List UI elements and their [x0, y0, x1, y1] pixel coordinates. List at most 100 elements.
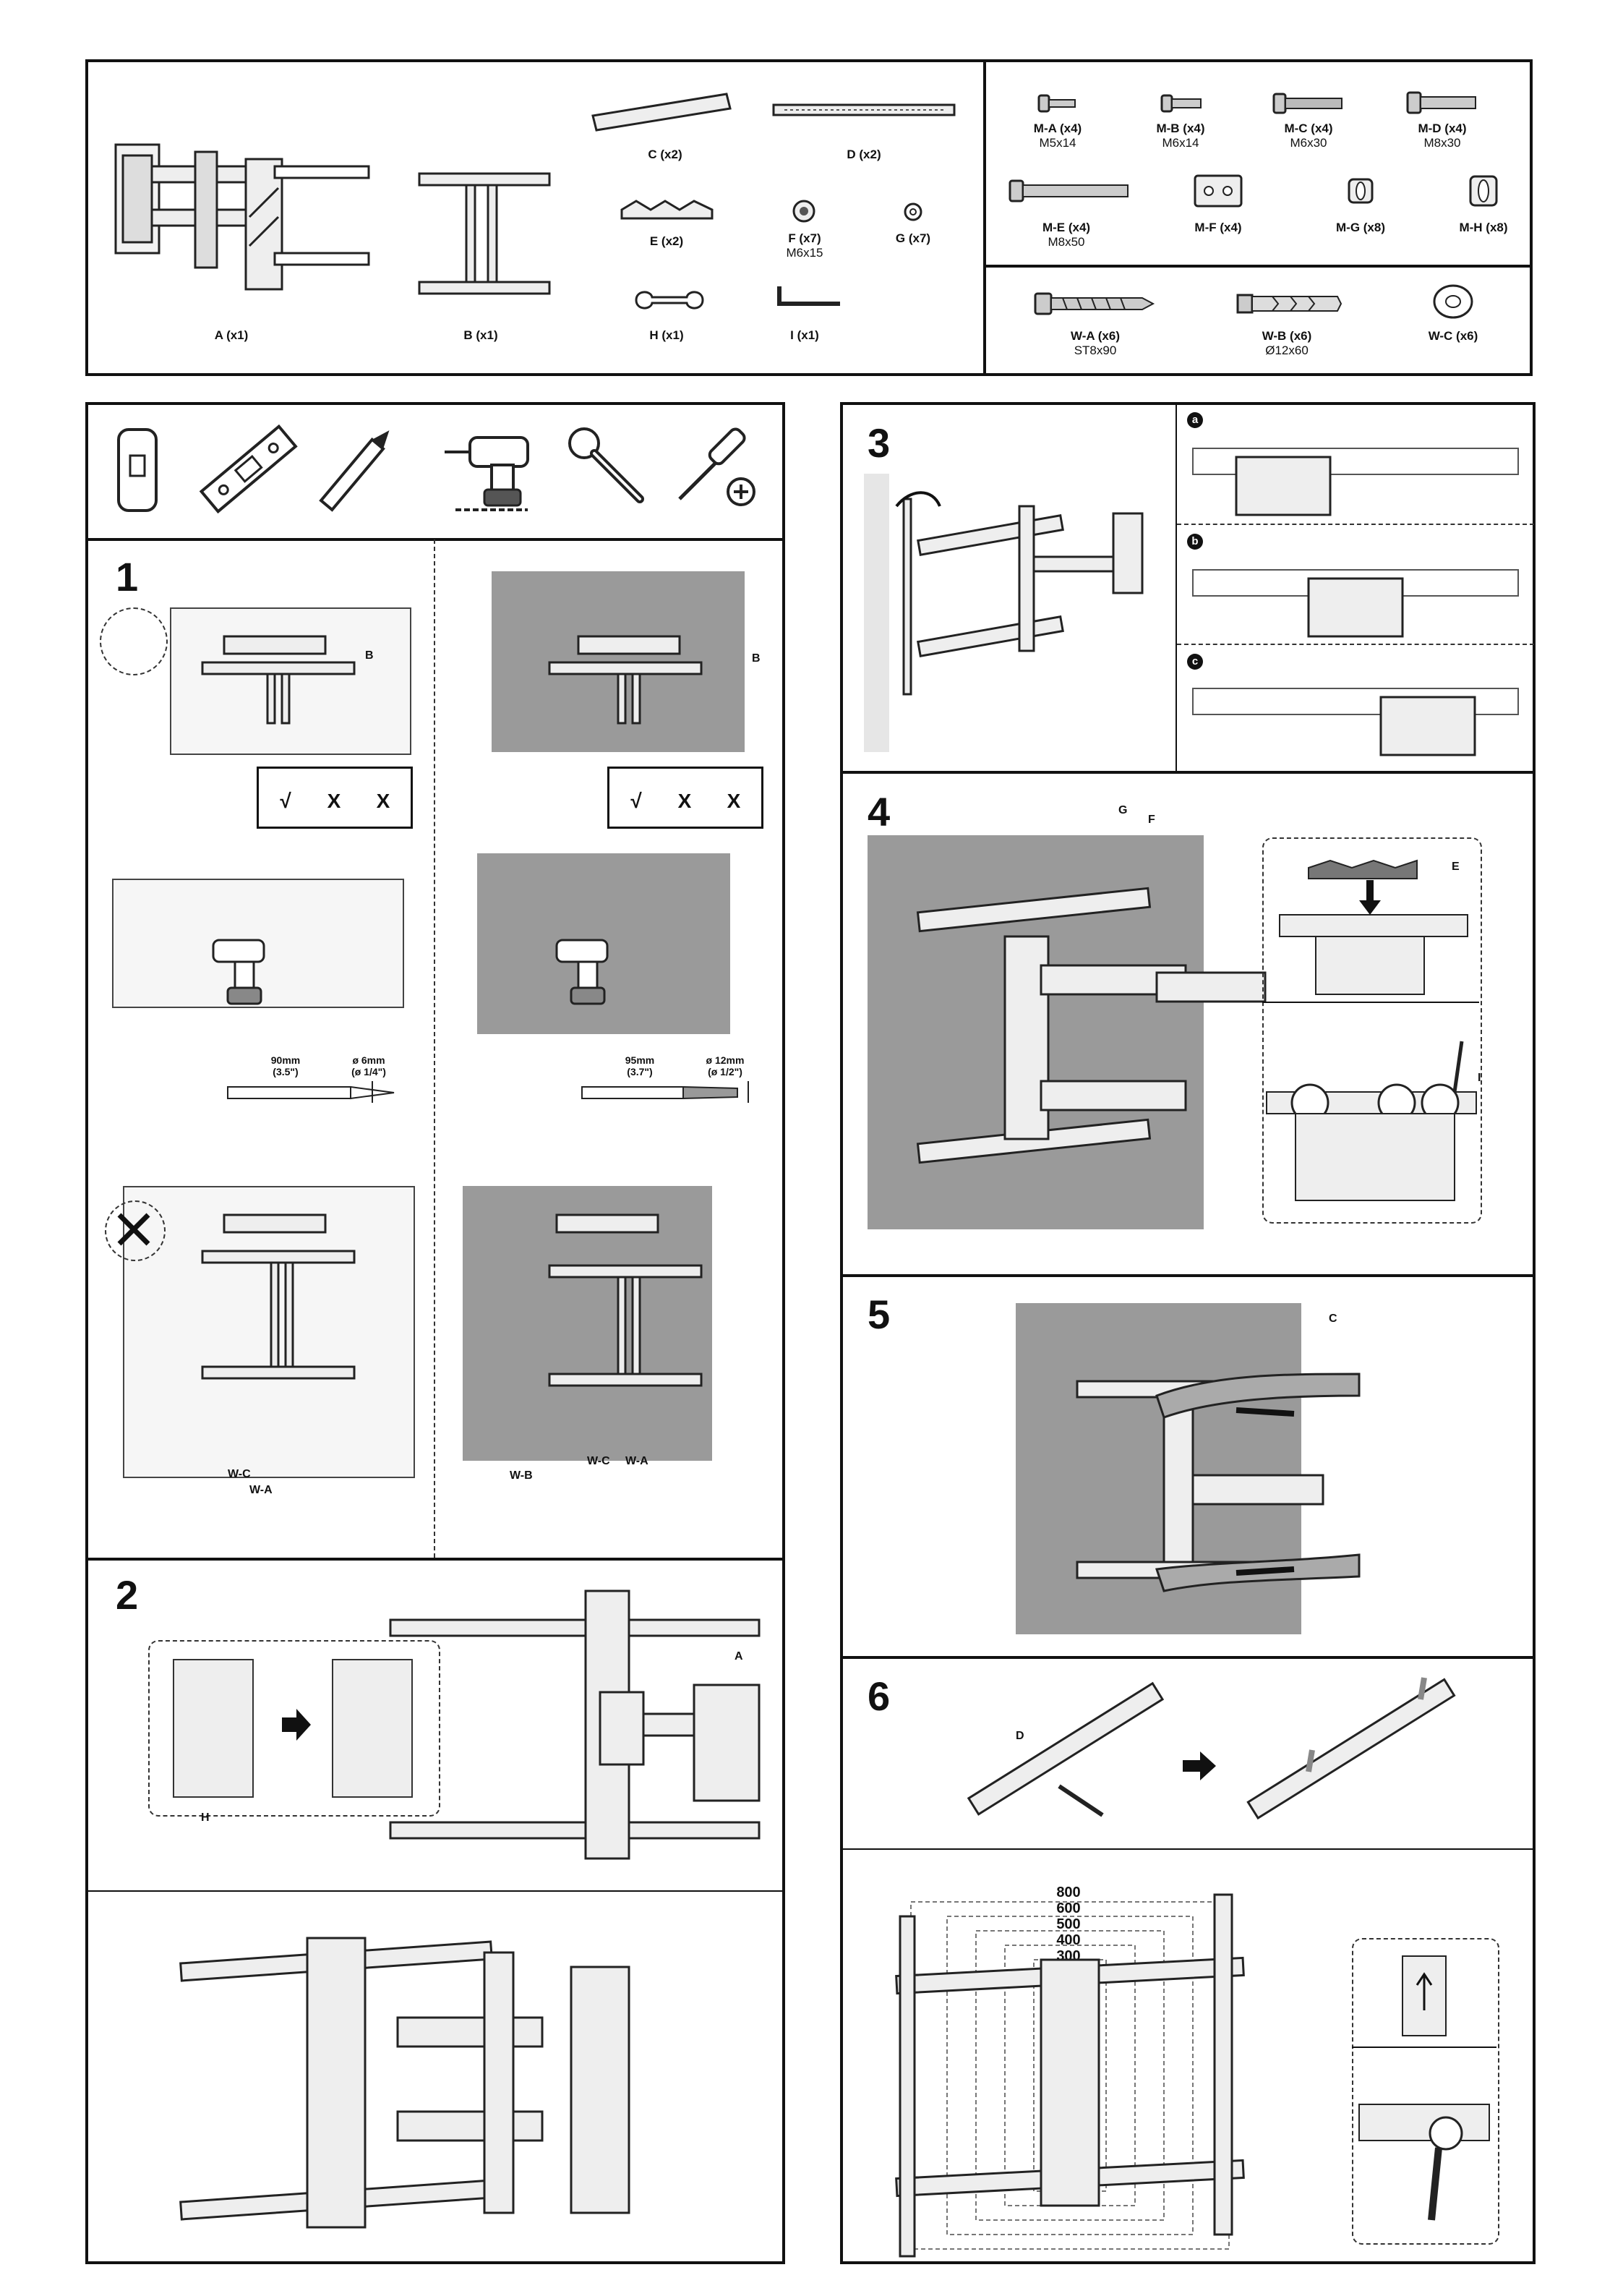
step1-bottom-divider — [85, 1558, 785, 1561]
step-2-number: 2 — [116, 1572, 139, 1618]
level-check-box-wood — [257, 767, 413, 829]
part-b-plate-illustration — [418, 172, 551, 295]
step3-option-divider-2 — [1177, 644, 1534, 645]
step6-rail-adjust-illustration-2 — [1246, 1677, 1456, 1820]
step6-callout-bottom-illustration — [1358, 2104, 1490, 2221]
drill-on-wood-illustration — [212, 939, 265, 1005]
screw-md-icon — [1406, 91, 1476, 114]
step1-tag-wb-concrete: W-B — [510, 1469, 533, 1482]
step6-rail-adjust-illustration-1 — [967, 1681, 1165, 1817]
screw-mc-label: M-C (x4)M6x30 — [1284, 121, 1332, 150]
level-icon — [199, 424, 298, 514]
check-yes-wood: √ — [280, 790, 291, 812]
step5-cover-install-illustration — [1076, 1373, 1361, 1592]
level-on-plate-concrete — [548, 635, 703, 725]
socket-wrench-icon — [568, 427, 644, 503]
wood-bit: ø 6mm(ø 1/4") — [336, 1054, 401, 1077]
step3-option-b-badge: b — [1187, 534, 1203, 550]
step6-tag-d: D — [1016, 1730, 1024, 1742]
step2-callout-content — [173, 1659, 413, 1798]
tools-divider — [85, 538, 785, 541]
screw-mb-spec: M6x14 — [1162, 136, 1199, 150]
level-on-plate-wood — [201, 635, 356, 725]
parts-panel — [85, 59, 1533, 376]
step5-tag-c: C — [1329, 1313, 1337, 1325]
step6-callout-divider — [1352, 2047, 1496, 2048]
step4-tag-g: G — [1118, 804, 1128, 816]
spacer-mh-label: M-H (x8) — [1459, 221, 1508, 234]
plate-mounted-concrete — [548, 1213, 703, 1387]
check-no-1-wood: X — [327, 790, 341, 812]
check-yes-concrete: √ — [630, 790, 642, 812]
wood-depth: 90mm(3.5") — [257, 1054, 314, 1077]
step3-options-divider — [1176, 402, 1177, 772]
washer-wc-icon — [1433, 284, 1473, 319]
step3-option-a-illustration — [1192, 448, 1519, 516]
left-column-panel — [85, 402, 785, 2264]
screw-me-icon — [1009, 179, 1129, 202]
step6-detail-callout — [1352, 1938, 1499, 2245]
step4-callout-top-illustration — [1279, 859, 1468, 995]
step3-hang-arm-illustration — [895, 491, 1144, 696]
screw-me-spec: M8x50 — [1048, 235, 1085, 249]
part-h-wrench-icon — [635, 291, 704, 310]
part-i-label: I (x1) — [790, 328, 819, 342]
spacer-mg-icon — [1348, 178, 1374, 204]
step5-bottom-divider — [840, 1656, 1536, 1659]
screw-mc-icon — [1272, 93, 1342, 114]
stud-finder-icon — [117, 428, 158, 512]
step4-callout-divider — [1262, 1002, 1479, 1003]
anchor-wb-icon — [1236, 294, 1342, 314]
step6-vesa-mount-illustration — [895, 1893, 1245, 2258]
plate-mounted-wood — [201, 1213, 356, 1380]
no-stud-finder-x — [117, 1213, 150, 1246]
hardware-divider — [983, 265, 1533, 268]
screw-me-count: M-E (x4) — [1042, 221, 1091, 234]
screw-ma-label: M-A (x4)M5x14 — [1034, 121, 1082, 150]
screw-mc-count: M-C (x4) — [1284, 121, 1333, 135]
step6-inner-divider — [840, 1848, 1536, 1850]
step1-tag-b-wood: B — [365, 649, 374, 662]
washer-wc-label: W-C (x6) — [1428, 329, 1478, 343]
step4-bottom-divider — [840, 1274, 1536, 1277]
wood-bit-in: (ø 1/4") — [351, 1066, 386, 1077]
part-b-label: B (x1) — [463, 328, 498, 342]
magnifier-circle — [100, 607, 168, 675]
step4-callout-bottom-illustration — [1266, 1041, 1477, 1201]
lag-bolt-wa-label: W-A (x6)ST8x90 — [1071, 329, 1120, 358]
screw-md-count: M-D (x4) — [1418, 121, 1467, 135]
drill-icon — [445, 436, 529, 511]
step-5-number: 5 — [868, 1292, 891, 1337]
parts-divider — [983, 59, 986, 376]
wood-wall-panel-3 — [123, 1186, 415, 1478]
check-no-2-wood: X — [376, 790, 390, 812]
vesa-600: 600 — [1056, 1900, 1081, 1916]
step6-callout-top-illustration — [1402, 1955, 1447, 2036]
part-d-label: D (x2) — [847, 148, 881, 161]
screw-md-label: M-D (x4)M8x30 — [1418, 121, 1466, 150]
step2-tag-a: A — [735, 1650, 743, 1663]
part-e-bracket-illustration — [620, 200, 714, 220]
concrete-depth: 95mm(3.7") — [611, 1054, 669, 1077]
screw-ma-icon — [1037, 94, 1076, 113]
part-e-label: E (x2) — [649, 234, 684, 248]
step-6-number: 6 — [868, 1673, 891, 1719]
step2-arm-assembly-illustration — [389, 1589, 761, 1860]
drill-on-concrete-illustration — [555, 939, 609, 1005]
anchor-wb-spec: Ø12x60 — [1265, 343, 1309, 357]
step1-tag-wc-concrete: W-C — [587, 1455, 610, 1467]
concrete-depth-in: (3.7") — [627, 1066, 653, 1077]
step2-tag-h: H — [201, 1811, 210, 1824]
concrete-bit-mm: ø 12mm — [706, 1054, 745, 1066]
step6-next-arrow — [1183, 1751, 1216, 1780]
step4-detail-callout — [1262, 837, 1482, 1224]
spacer-plate-mf-icon — [1194, 174, 1243, 208]
concrete-bit-in: (ø 1/2") — [708, 1066, 742, 1077]
part-g-label: G (x7) — [895, 231, 931, 245]
part-f-count: F (x7) — [788, 231, 821, 245]
step4-mount-on-wall-illustration — [916, 887, 1267, 1164]
step4-tag-e: E — [1452, 861, 1460, 873]
lag-bolt-wa-spec: ST8x90 — [1074, 343, 1117, 357]
step-3-number: 3 — [868, 420, 891, 466]
step3-option-a-badge: a — [1187, 412, 1203, 428]
